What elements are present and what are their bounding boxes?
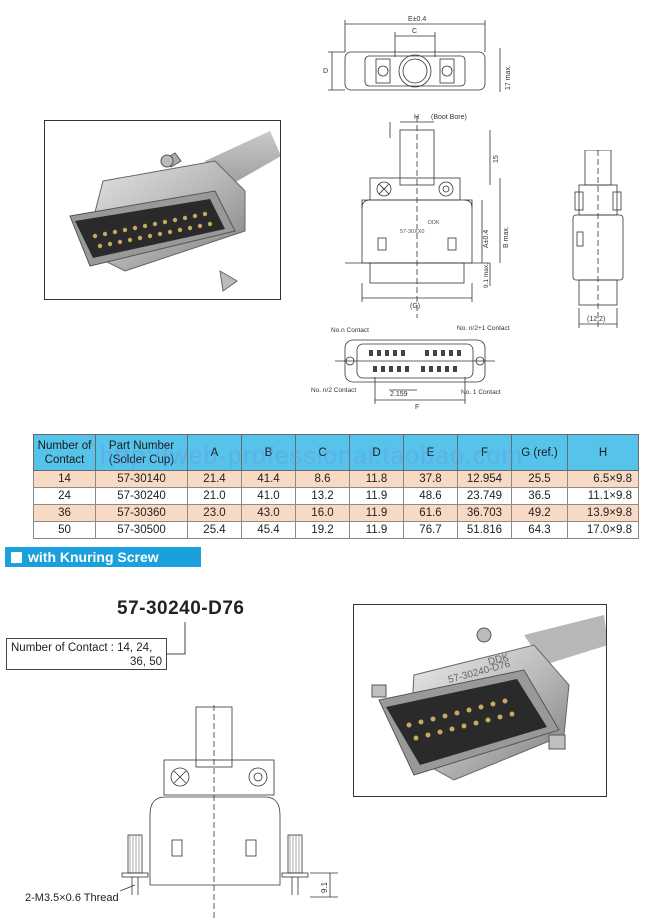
marking-part: 57-30XX0 bbox=[400, 229, 424, 235]
contact-count-callout: Number of Contact : 14, 24, 36, 50 bbox=[6, 638, 167, 670]
dim-12-2-label: (12.2) bbox=[587, 316, 605, 323]
table-cell: 48.6 bbox=[403, 487, 458, 505]
col-header: E bbox=[403, 434, 458, 471]
boot-bore-label: (Boot Bore) bbox=[431, 114, 467, 121]
marking-ddk: DDK bbox=[428, 220, 440, 226]
table-cell: 11.1×9.8 bbox=[567, 487, 639, 505]
table-cell: 25.5 bbox=[511, 470, 568, 488]
thread-spec-label: 2-M3.5×0.6 Thread bbox=[25, 892, 119, 904]
callout-leader bbox=[167, 622, 186, 655]
dim-17max-label: 17 max. bbox=[505, 65, 512, 90]
photo-marking-ddk: DDK bbox=[487, 652, 511, 668]
table-cell: 13.2 bbox=[295, 487, 350, 505]
table-header-row: Number of Contact Part Number (Solder Cu… bbox=[33, 434, 639, 471]
table-cell: 45.4 bbox=[241, 521, 296, 539]
table-cell: 25.4 bbox=[187, 521, 242, 539]
table-cell: 13.9×9.8 bbox=[567, 504, 639, 522]
table-cell: 17.0×9.8 bbox=[567, 521, 639, 539]
table-row: 50 57-30500 25.4 45.4 19.2 11.9 76.7 51.… bbox=[33, 521, 639, 539]
col-header: F bbox=[457, 434, 512, 471]
callout-line-1: Number of Contact : 14, 24, bbox=[11, 642, 153, 654]
dim-c-label: C bbox=[412, 28, 417, 35]
table-cell: 49.2 bbox=[511, 504, 568, 522]
side-view-drawing: H (Boot Bore) 15 DDK 57-30XX0 A±0.4 B ma… bbox=[345, 114, 510, 318]
dim-a-label: A±0.4 bbox=[483, 230, 490, 248]
spec-table: Number of Contact Part Number (Solder Cu… bbox=[33, 434, 639, 539]
dim-9-1-bottom-label: 9.1 bbox=[320, 881, 329, 893]
model-number: 57-30240-D76 bbox=[117, 598, 245, 619]
no-n2-contact-label: No. n/2 Contact bbox=[311, 387, 356, 394]
table-cell: 11.9 bbox=[349, 504, 404, 522]
table-cell: 64.3 bbox=[511, 521, 568, 539]
dim-g-label: (G) bbox=[410, 303, 420, 310]
product-photo-knurl-screw: DDK 57-30240-D76 bbox=[353, 604, 607, 797]
table-cell: 11.8 bbox=[349, 470, 404, 488]
table-cell: 41.0 bbox=[241, 487, 296, 505]
table-cell: 57-30500 bbox=[95, 521, 188, 539]
knurl-connector-photo-icon: DDK 57-30240-D76 bbox=[371, 615, 606, 781]
table-cell: 41.4 bbox=[241, 470, 296, 488]
col-header: C bbox=[295, 434, 350, 471]
dim-e-label: E±0.4 bbox=[408, 16, 426, 23]
top-view-drawing: E±0.4 C D 17 max. bbox=[323, 16, 512, 92]
table-cell: 11.9 bbox=[349, 521, 404, 539]
table-cell: 21.4 bbox=[187, 470, 242, 488]
col-header: B bbox=[241, 434, 296, 471]
square-bullet-icon bbox=[11, 551, 22, 563]
table-cell: 19.2 bbox=[295, 521, 350, 539]
table-cell: 24 bbox=[33, 487, 96, 505]
product-photo-solder-cup bbox=[44, 120, 281, 300]
no-n2p1-contact-label: No. n/2+1 Contact bbox=[457, 325, 510, 332]
dim-b-label: B max. bbox=[503, 226, 510, 248]
end-view-drawing: (12.2) bbox=[572, 150, 624, 330]
table-cell: 61.6 bbox=[403, 504, 458, 522]
table-cell: 14 bbox=[33, 470, 96, 488]
table-row: 14 57-30140 21.4 41.4 8.6 11.8 37.8 12.9… bbox=[33, 470, 639, 488]
table-cell: 36 bbox=[33, 504, 96, 522]
table-cell: 36.5 bbox=[511, 487, 568, 505]
table-cell: 16.0 bbox=[295, 504, 350, 522]
table-cell: 57-30240 bbox=[95, 487, 188, 505]
col-header: H bbox=[567, 434, 639, 471]
table-row: 36 57-30360 23.0 43.0 16.0 11.9 61.6 36.… bbox=[33, 504, 639, 522]
dim-d-label: D bbox=[323, 68, 328, 75]
dim-h-label: H bbox=[414, 114, 419, 121]
table-cell: 23.749 bbox=[457, 487, 512, 505]
table-cell: 37.8 bbox=[403, 470, 458, 488]
no-n-contact-label: No.n Contact bbox=[331, 327, 369, 334]
col-header: Number of Contact bbox=[33, 434, 96, 471]
col-header: D bbox=[349, 434, 404, 471]
table-cell: 21.0 bbox=[187, 487, 242, 505]
dim-9-1-label: 9.1 max. bbox=[483, 263, 490, 288]
table-cell: 6.5×9.8 bbox=[567, 470, 639, 488]
pitch-label: 2.159 bbox=[390, 391, 408, 398]
col-header: Part Number (Solder Cup) bbox=[95, 434, 188, 471]
table-cell: 57-30140 bbox=[95, 470, 188, 488]
table-cell: 12.954 bbox=[457, 470, 512, 488]
contact-face-drawing: No.n Contact No. n/2+1 Contact No. n/2 C… bbox=[311, 325, 510, 411]
table-cell: 11.9 bbox=[349, 487, 404, 505]
table-cell: 57-30360 bbox=[95, 504, 188, 522]
table-cell: 36.703 bbox=[457, 504, 512, 522]
connector-photo-icon bbox=[69, 131, 280, 292]
section-banner-label: with Knuring Screw bbox=[28, 549, 159, 565]
callout-line-2: 36, 50 bbox=[130, 656, 162, 668]
dim-f-label: F bbox=[415, 404, 419, 411]
table-cell: 51.816 bbox=[457, 521, 512, 539]
table-cell: 76.7 bbox=[403, 521, 458, 539]
table-cell: 23.0 bbox=[187, 504, 242, 522]
table-cell: 43.0 bbox=[241, 504, 296, 522]
col-header: G (ref.) bbox=[511, 434, 568, 471]
table-cell: 8.6 bbox=[295, 470, 350, 488]
table-row: 24 57-30240 21.0 41.0 13.2 11.9 48.6 23.… bbox=[33, 487, 639, 505]
knurl-screw-drawing: 9.1 bbox=[120, 705, 338, 920]
dim-15-label: 15 bbox=[493, 155, 500, 163]
section-banner-knurling-screw: with Knuring Screw bbox=[5, 547, 201, 567]
col-header: A bbox=[187, 434, 242, 471]
no-1-contact-label: No. 1 Contact bbox=[461, 389, 501, 396]
table-cell: 50 bbox=[33, 521, 96, 539]
